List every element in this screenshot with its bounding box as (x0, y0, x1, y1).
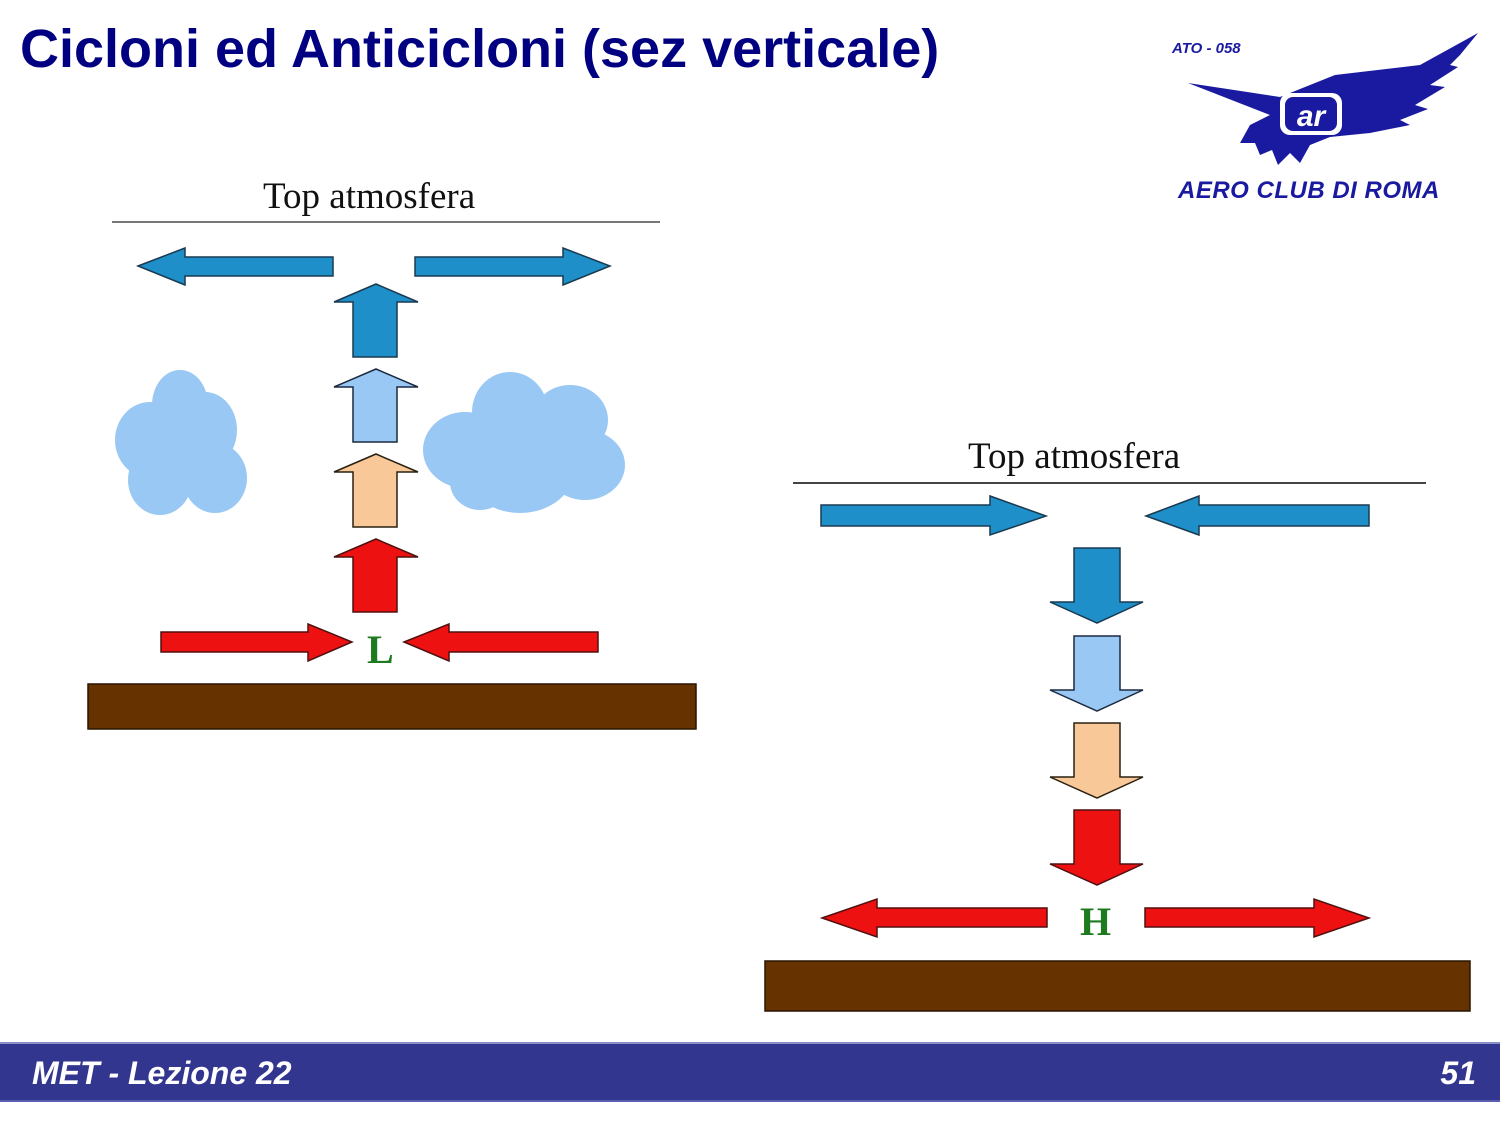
cyclone-top-label: Top atmosfera (263, 176, 476, 217)
arrow-down-icon (1049, 635, 1144, 712)
arrow-down-icon (1049, 809, 1144, 886)
arrow-up-icon (333, 453, 419, 528)
arrow-down-icon (1049, 547, 1144, 624)
page-number: 51 (1440, 1055, 1476, 1091)
cyclone-anticyclone-diagram (87, 221, 1471, 1012)
arrow-right-icon (414, 246, 613, 287)
svg-text:ar: ar (1297, 100, 1328, 133)
cloud-icon (115, 370, 247, 515)
arrow-right-icon (820, 494, 1049, 537)
slide-footer: MET - Lezione 22 51 (0, 1042, 1500, 1102)
arrow-left-icon (402, 622, 599, 663)
arrow-left-icon (1143, 494, 1370, 537)
anticyclone-high-label: H (1080, 899, 1112, 944)
cyclone-low-label: L (367, 627, 394, 672)
arrow-down-icon (1049, 722, 1144, 799)
lesson-label: MET - Lezione 22 (32, 1055, 292, 1091)
slide-title: Cicloni ed Anticicloni (sez verticale) (20, 19, 940, 79)
logo-code: ATO - 058 (1172, 40, 1241, 57)
arrow-up-icon (333, 538, 419, 613)
cloud-icon (423, 372, 625, 513)
arrow-left-icon (135, 246, 334, 287)
ground-surface (87, 683, 697, 730)
logo-name: AERO CLUB DI ROMA (1178, 177, 1440, 204)
arrow-up-icon (333, 283, 419, 358)
arrow-up-icon (333, 368, 419, 443)
aero-club-logo: ar ATO - 058 AERO CLUB DI ROMA (1160, 25, 1490, 210)
ground-surface (764, 960, 1471, 1012)
arrow-right-icon (1144, 897, 1372, 939)
arrow-right-icon (160, 622, 354, 663)
arrow-left-icon (819, 897, 1048, 939)
anticyclone-top-label: Top atmosfera (968, 436, 1181, 477)
eagle-icon: ar (1188, 33, 1478, 165)
